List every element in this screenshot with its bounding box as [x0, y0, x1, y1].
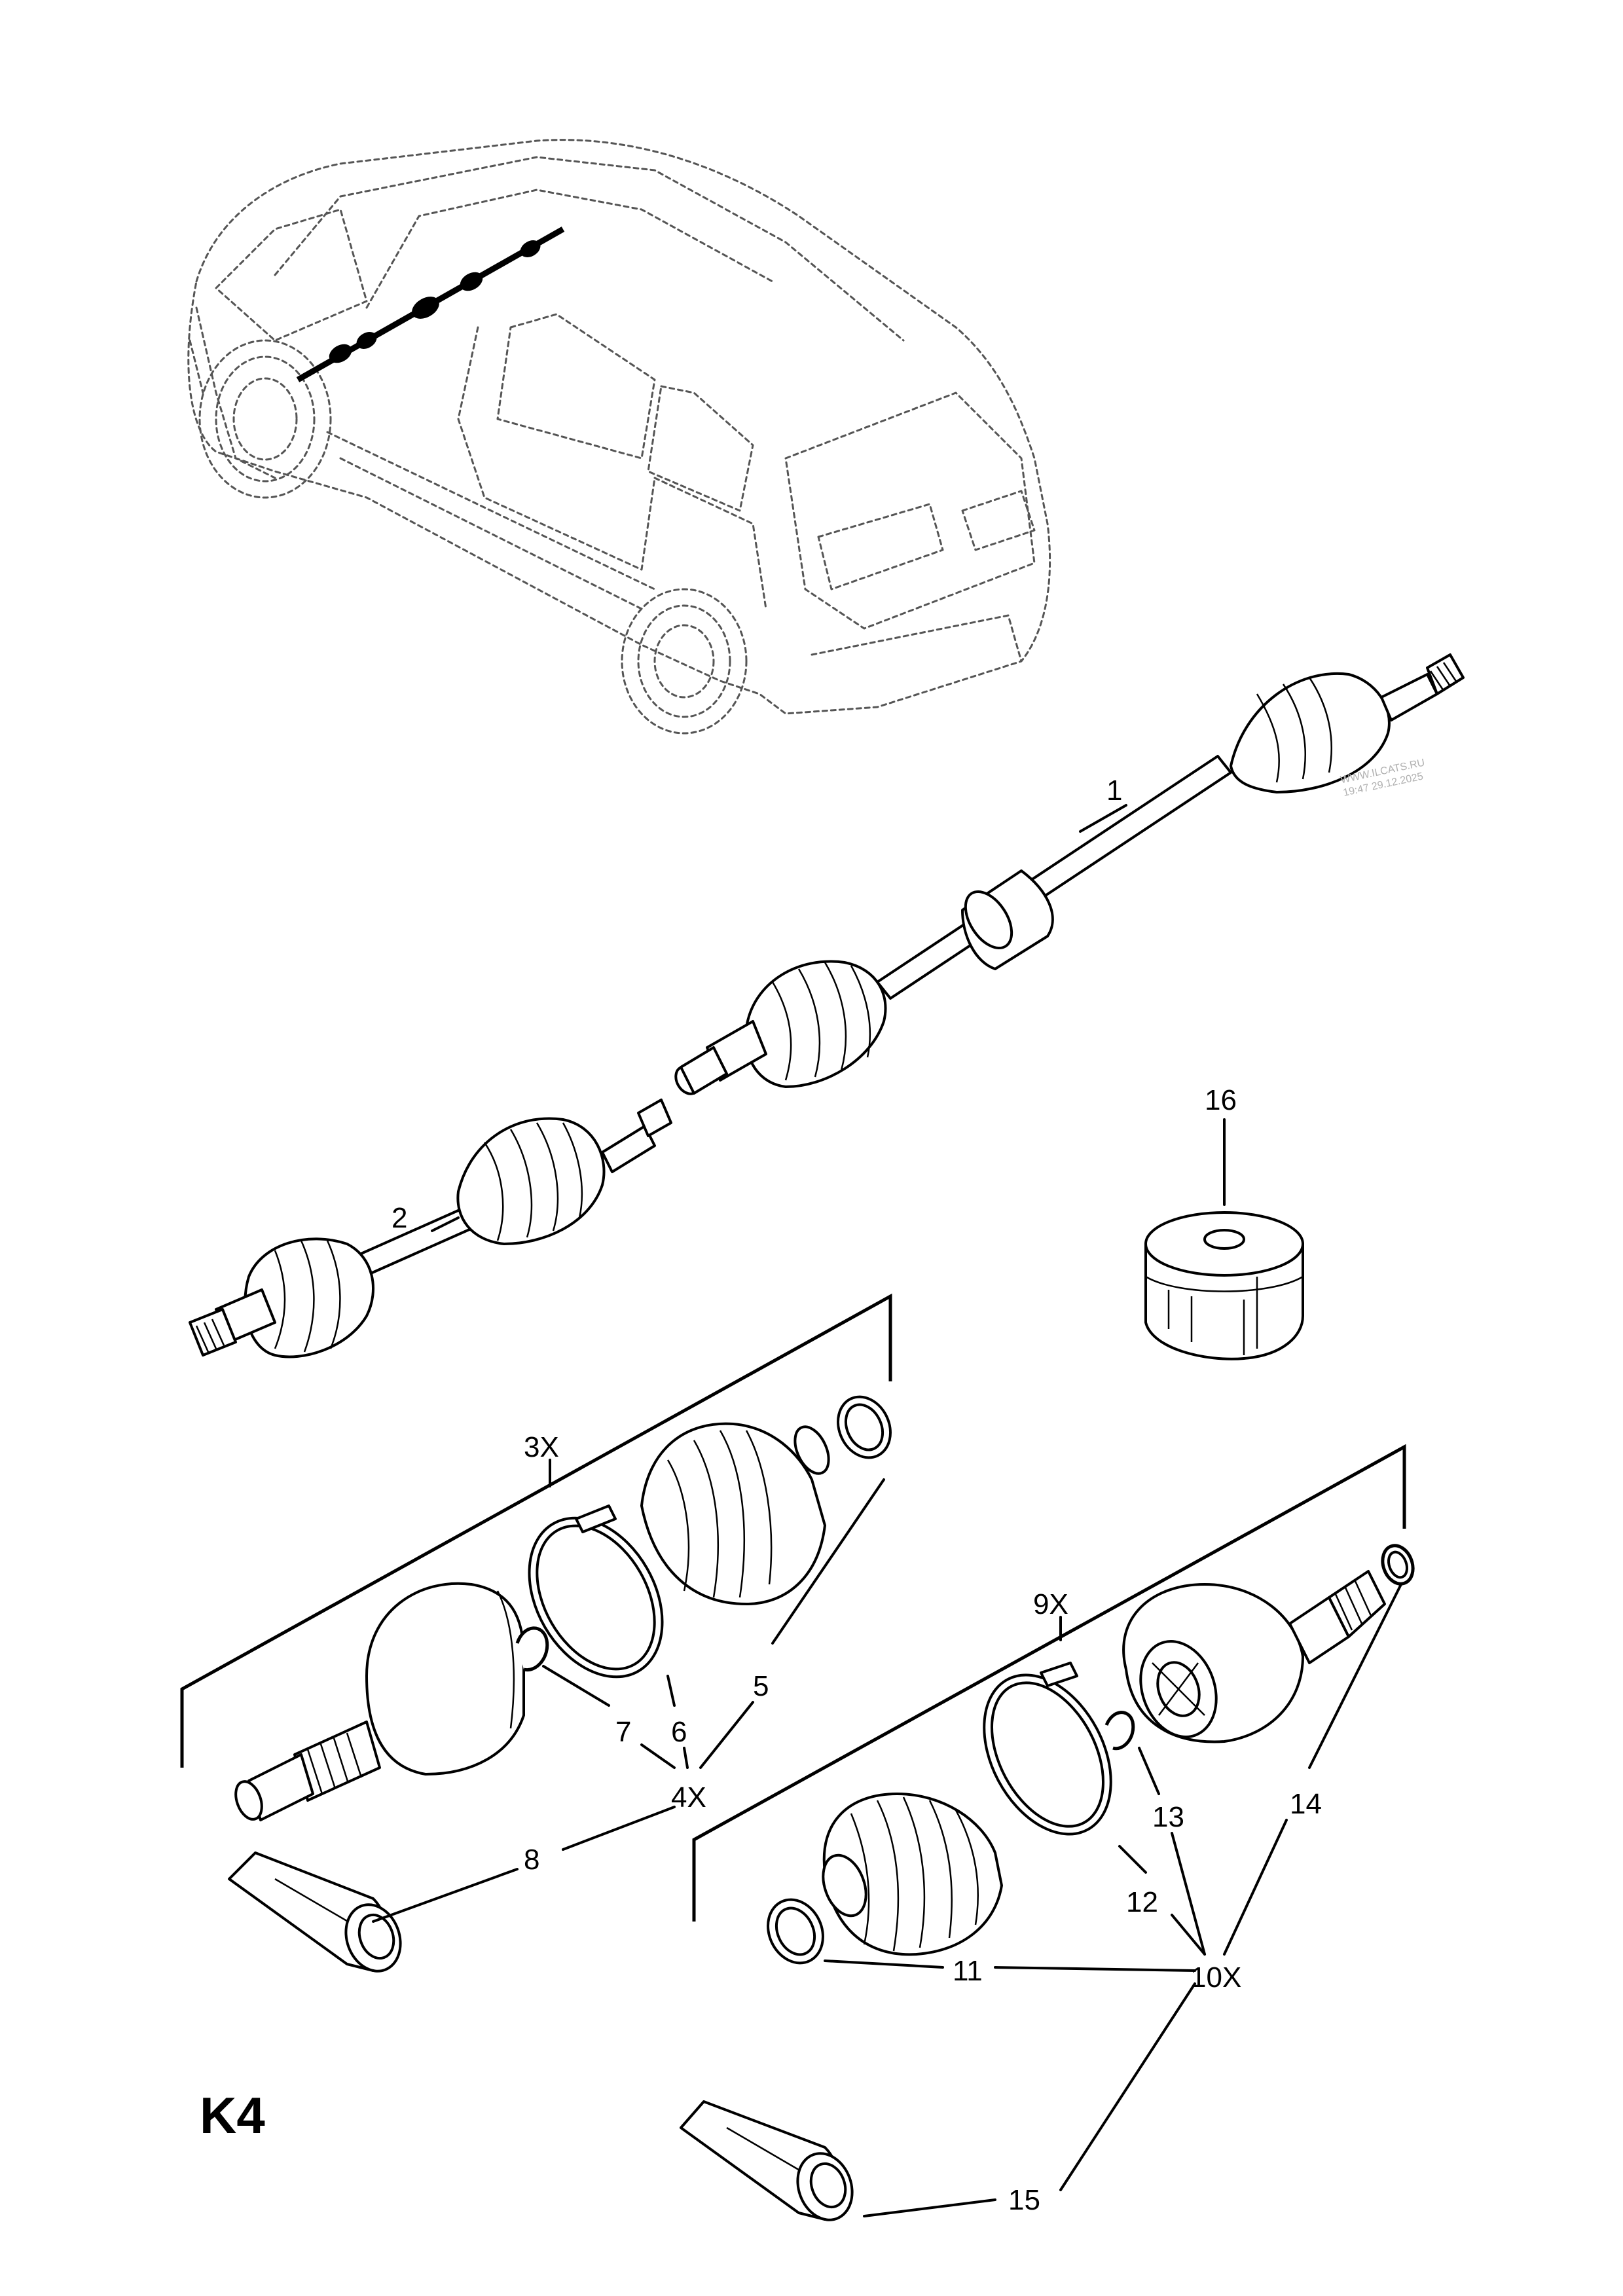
vehicle-driveshaft-highlight — [296, 227, 565, 382]
callout-12: 12 — [1126, 1886, 1158, 1918]
part-13-circlip — [1104, 1711, 1135, 1751]
callout-6: 6 — [671, 1716, 687, 1748]
callout-labels: 1 2 3X 4X 5 6 7 8 9X 10X 11 12 13 14 15 … — [392, 774, 1322, 2216]
part-16-container — [1144, 1211, 1304, 1360]
part-outer-cv-joint — [234, 1582, 525, 1821]
part-15-grease-tube — [680, 2100, 854, 2221]
leader-lines — [372, 804, 1402, 2217]
kit-3x-bracket — [180, 1293, 892, 1768]
callout-14: 14 — [1290, 1788, 1322, 1820]
part-7-circlip — [515, 1626, 549, 1672]
part-inner-cv-joint — [1122, 1570, 1386, 1743]
driveshaft-1 — [674, 653, 1465, 1095]
callout-9x: 9X — [1033, 1588, 1068, 1620]
part-cv-boot-inner — [822, 1793, 1003, 1956]
part-11-boot-clamp-small — [767, 1898, 824, 1965]
driveshaft-2 — [189, 1099, 672, 1358]
vehicle-outline — [187, 139, 1051, 735]
callout-8: 8 — [524, 1844, 539, 1876]
callout-16: 16 — [1205, 1084, 1237, 1116]
callout-2: 2 — [392, 1202, 407, 1234]
callout-15: 15 — [1008, 2184, 1040, 2216]
callout-10x: 10X — [1190, 1961, 1241, 1994]
callout-13: 13 — [1152, 1801, 1184, 1833]
page-code: K4 — [200, 2086, 265, 2144]
part-14-circlip — [1381, 1544, 1415, 1586]
callout-1: 1 — [1106, 774, 1122, 807]
callout-3x: 3X — [524, 1431, 559, 1463]
part-boot-clamp-small — [837, 1395, 892, 1459]
part-6-boot-clamp — [528, 1504, 664, 1679]
part-8-grease-tube — [228, 1851, 402, 1973]
part-12-boot-clamp — [983, 1662, 1112, 1836]
callout-7: 7 — [615, 1716, 631, 1748]
callout-5: 5 — [753, 1670, 769, 1702]
part-5-cv-boot — [640, 1422, 830, 1605]
kit-9x-bracket — [692, 1444, 1406, 1922]
callout-4x: 4X — [671, 1781, 706, 1813]
callout-11: 11 — [953, 1955, 983, 1987]
